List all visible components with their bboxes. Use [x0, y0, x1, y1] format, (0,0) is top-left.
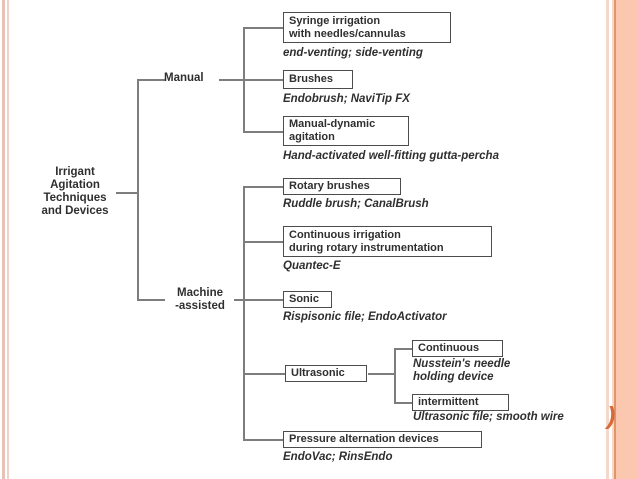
slide-border-stripe-right-3	[614, 0, 616, 479]
connector-trunk-level1	[137, 79, 139, 301]
slide-border-stripe-left-2	[6, 0, 9, 479]
connector-trunk-machine	[243, 186, 245, 440]
connector-ultrasonic	[243, 373, 285, 375]
connector-manual-right	[219, 79, 244, 81]
node-syringe-irrigation: Syringe irrigation with needles/cannulas	[283, 12, 451, 43]
node-brushes: Brushes	[283, 70, 353, 89]
slide-border-band-right	[616, 0, 638, 479]
connector-ultrasonic-intermittent	[394, 402, 413, 404]
connector-root	[116, 192, 138, 194]
connector-ultrasonic-right	[368, 373, 395, 375]
node-sonic: Sonic	[283, 291, 332, 308]
node-ultrasonic-intermittent: intermittent	[412, 394, 509, 411]
connector-brushes	[243, 79, 283, 81]
device-label-syringe: end-venting; side-venting	[283, 47, 423, 59]
slide-border-stripe-right-2	[612, 0, 614, 479]
device-label-pressure-alternation: EndoVac; RinsEndo	[283, 451, 393, 463]
connector-trunk-ultrasonic	[394, 348, 396, 403]
node-ultrasonic: Ultrasonic	[285, 365, 367, 382]
connector-ultrasonic-continuous	[394, 348, 413, 350]
connector-machine-right	[234, 299, 244, 301]
node-manual-dynamic-agitation: Manual-dynamic agitation	[283, 116, 409, 146]
connector-manual-dynamic	[243, 131, 283, 133]
branch-label-manual: Manual	[164, 72, 204, 84]
slide-border-stripe-left-1	[2, 0, 5, 479]
node-rotary-brushes: Rotary brushes	[283, 178, 401, 195]
node-pressure-alternation: Pressure alternation devices	[283, 431, 482, 448]
device-label-manual-dynamic: Hand-activated well-fitting gutta-percha	[283, 150, 499, 162]
node-continuous-irrigation: Continuous irrigation during rotary inst…	[283, 226, 492, 257]
root-label: Irrigant Agitation Techniques and Device…	[41, 166, 109, 217]
connector-rotary-brushes	[243, 186, 283, 188]
device-label-ultrasonic-continuous: Nusstein's needle holding device	[413, 358, 511, 383]
connector-syringe	[243, 27, 283, 29]
device-label-sonic: Rispisonic file; EndoActivator	[283, 311, 447, 323]
node-ultrasonic-continuous: Continuous	[412, 340, 503, 357]
connector-pressure	[243, 439, 283, 441]
branch-label-machine-assisted: Machine -assisted	[175, 287, 225, 312]
connector-sonic	[243, 299, 283, 301]
slide-border-stripe-right-1	[606, 0, 609, 479]
artifact-parenthesis: )	[607, 402, 616, 430]
connector-continuous-irrigation	[243, 241, 283, 243]
device-label-ultrasonic-intermittent: Ultrasonic file; smooth wire	[413, 411, 564, 423]
device-label-continuous-irrigation: Quantec-E	[283, 260, 341, 272]
device-label-brushes: Endobrush; NaviTip FX	[283, 93, 410, 105]
connector-manual-left	[137, 79, 165, 81]
device-label-rotary-brushes: Ruddle brush; CanalBrush	[283, 198, 429, 210]
connector-machine-left	[137, 299, 165, 301]
